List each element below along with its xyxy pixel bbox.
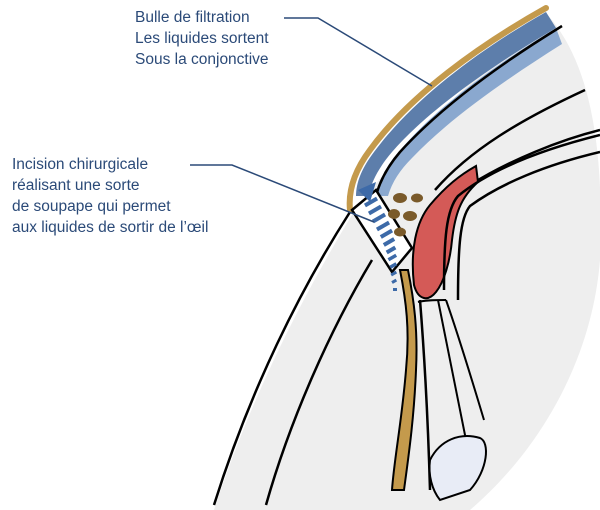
pigment-granule — [393, 193, 407, 203]
zonule-line-2 — [437, 299, 467, 441]
filtration-bleb — [356, 12, 556, 196]
flow-dash — [389, 262, 398, 269]
flow-dash — [363, 196, 379, 208]
flow-dash — [371, 212, 387, 224]
pigment-granule — [388, 209, 400, 219]
flow-dash — [393, 288, 397, 291]
cornea-outer — [212, 211, 352, 506]
filtration-bleb-highlight — [376, 28, 562, 196]
incision-leader-line — [190, 164, 375, 223]
inner-curve-2 — [469, 128, 600, 187]
flow-dash — [375, 220, 391, 232]
surgical-incision-line: Incision chirurgicale — [12, 156, 149, 173]
zonule-line-4 — [417, 299, 447, 303]
flow-dash — [367, 204, 383, 216]
flow-dash — [382, 237, 396, 247]
flow-dash — [385, 245, 397, 255]
flow-arrowhead — [358, 182, 376, 202]
zonule-line-3 — [445, 299, 485, 421]
surgical-incision-label: Incision chirurgicale réalisant une sort… — [12, 154, 208, 238]
flow-dash — [387, 253, 398, 262]
surgical-incision-line: réalisant une sorte — [12, 177, 140, 194]
cornea-inner — [264, 259, 374, 506]
flow-dash — [390, 270, 398, 277]
pigment-granules — [388, 193, 423, 237]
sclera-wall — [214, 12, 600, 510]
flow-dash — [379, 228, 394, 239]
inner-curve-1 — [434, 88, 586, 191]
sclera-outline — [374, 24, 563, 197]
pigment-granule — [394, 227, 406, 237]
drainage-channel — [390, 269, 418, 491]
filtration-bleb-line: Les liquides sortent — [135, 30, 269, 47]
filtration-leader-line — [284, 17, 433, 87]
ciliary-line-2 — [456, 150, 600, 301]
conjunctiva — [346, 5, 549, 213]
lens — [428, 435, 487, 502]
ciliary-line-1 — [442, 133, 600, 291]
filtration-bleb-line: Sous la conjonctive — [135, 51, 269, 68]
pigment-granule — [411, 193, 423, 203]
aqueous-flow-arrow — [358, 182, 398, 291]
surgical-incision-line: de soupape qui permet — [12, 198, 171, 215]
filtration-bleb-line: Bulle de filtration — [135, 9, 250, 26]
flow-dash — [391, 278, 398, 284]
pigment-granule — [403, 211, 417, 221]
surgical-incision-line: aux liquides de sortir de l’œil — [12, 219, 209, 236]
filtration-bleb-label: Bulle de filtration Les liquides sortent… — [135, 7, 269, 70]
